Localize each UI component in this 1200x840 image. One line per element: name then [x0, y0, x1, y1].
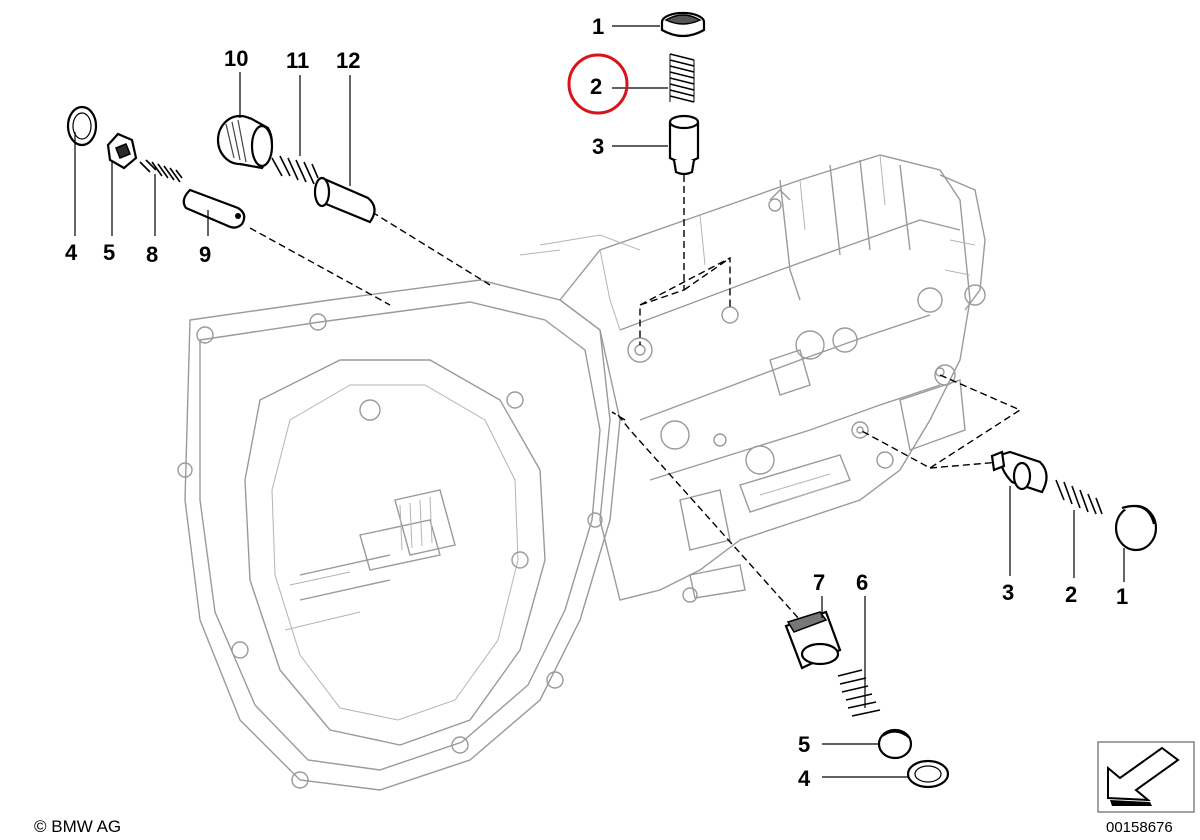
part-spring-top — [669, 53, 695, 103]
callout-7-bottom[interactable]: 7 — [813, 570, 825, 595]
direction-arrow-icon — [1107, 746, 1180, 802]
part-cap-left — [106, 132, 138, 170]
part-spring-bottom — [837, 669, 881, 717]
part-pin-12 — [313, 176, 376, 224]
callout-2-top[interactable]: 2 — [590, 74, 602, 99]
callout-1-right[interactable]: 1 — [1116, 584, 1128, 609]
part-spring-11 — [271, 155, 319, 185]
callout-4-left[interactable]: 4 — [65, 240, 78, 265]
callout-5-bottom[interactable]: 5 — [798, 732, 810, 757]
part-pin-right — [990, 450, 1048, 494]
part-cap-bottom — [877, 728, 913, 760]
callout-3-top[interactable]: 3 — [592, 134, 604, 159]
callout-10-top[interactable]: 10 — [224, 46, 248, 71]
callout-1-top[interactable]: 1 — [592, 14, 604, 39]
document-number: 00158676 — [1106, 819, 1173, 836]
callout-2-right[interactable]: 2 — [1065, 582, 1077, 607]
callout-3-right[interactable]: 3 — [1002, 580, 1014, 605]
direction-arrow-box — [1097, 741, 1195, 813]
leader-lines — [74, 25, 1125, 778]
callout-5-left[interactable]: 5 — [103, 240, 115, 265]
callout-4-bottom[interactable]: 4 — [798, 766, 811, 791]
copyright-text: © BMW AG — [34, 817, 121, 836]
assembly-lines — [249, 175, 1022, 621]
callout-11-top[interactable]: 11 — [286, 48, 309, 73]
part-plug-10 — [216, 114, 274, 170]
part-pin-bottom — [784, 610, 842, 670]
part-circlip-bottom — [906, 759, 950, 789]
highlight-circle — [567, 53, 629, 115]
part-pin-left — [182, 188, 246, 229]
callout-12-top[interactable]: 12 — [336, 48, 360, 73]
callout-6-bottom[interactable]: 6 — [856, 570, 868, 595]
callout-9-left[interactable]: 9 — [199, 242, 211, 267]
part-cap-right — [1114, 504, 1158, 552]
part-circlip-left — [66, 105, 98, 147]
part-cap-top — [660, 11, 706, 38]
callout-8-left[interactable]: 8 — [146, 242, 158, 267]
callout-labels: 1 2 3 4 5 8 9 10 11 12 3 2 1 7 6 5 4 — [65, 14, 1128, 791]
part-pin-top — [668, 114, 700, 176]
gearbox-housing — [177, 154, 986, 791]
part-spring-left — [139, 159, 183, 183]
part-spring-right — [1055, 479, 1103, 515]
